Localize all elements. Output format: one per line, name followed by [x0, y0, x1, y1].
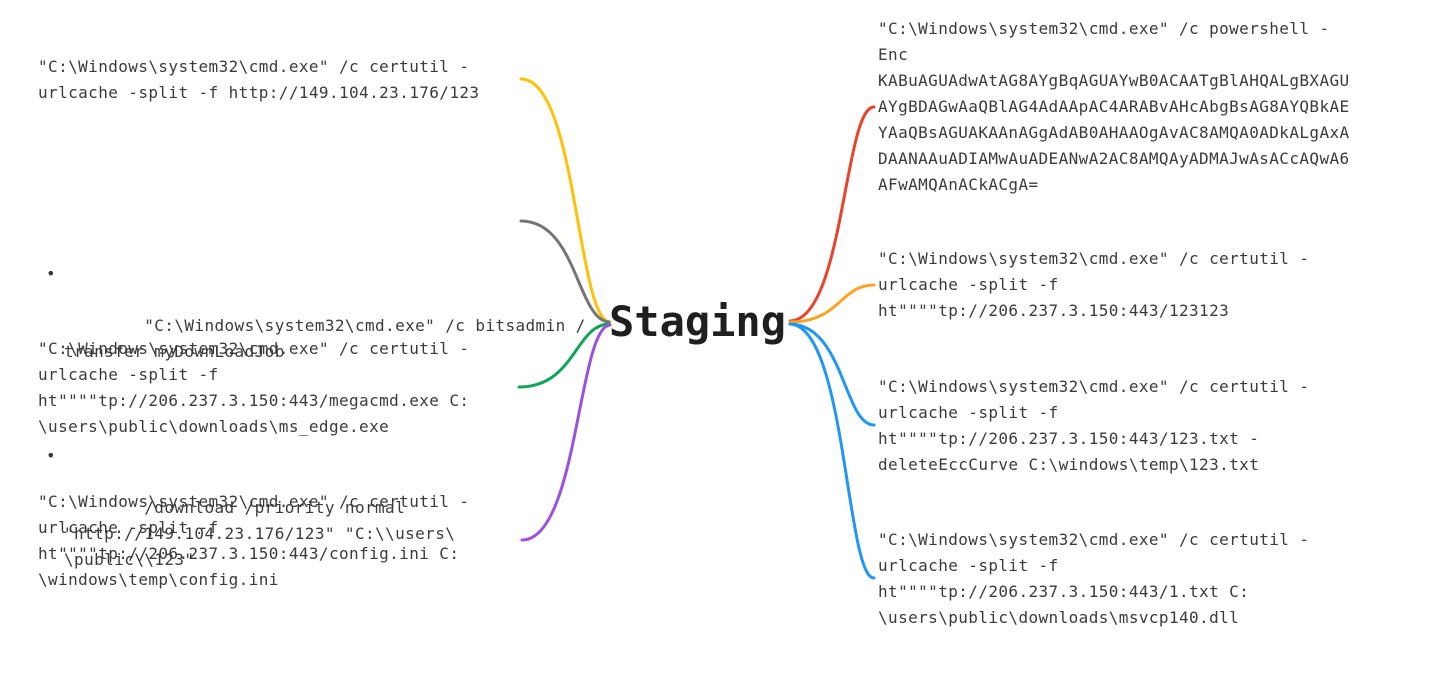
root-node-staging[interactable]: Staging [609, 297, 787, 346]
list-item[interactable]: • "C:\Windows\system32\cmd.exe" /c bitsa… [38, 261, 586, 391]
bullet-icon: • [46, 264, 57, 283]
branch-curve-right-3 [788, 322, 876, 427]
bullet-icon: • [46, 446, 57, 465]
branch-curve-right-2 [788, 283, 876, 324]
branch-curve-left-4 [520, 323, 612, 542]
branch-curve-right-1 [788, 105, 876, 323]
list-item[interactable]: • /download /priority normal "http://149… [38, 443, 586, 599]
branch-node-right-2[interactable]: "C:\Windows\system32\cmd.exe" /c certuti… [878, 249, 1310, 320]
branch-node-left-1[interactable]: "C:\Windows\system32\cmd.exe" /c certuti… [38, 57, 480, 102]
branch-curve-left-2 [519, 219, 611, 324]
branch-node-right-3[interactable]: "C:\Windows\system32\cmd.exe" /c certuti… [878, 377, 1310, 474]
branch-node-left-4[interactable]: "C:\Windows\system32\cmd.exe" /c certuti… [38, 492, 470, 589]
bullet-text: /download /priority normal "http://149.1… [64, 498, 456, 569]
branch-node-left-3[interactable]: "C:\Windows\system32\cmd.exe" /c certuti… [38, 339, 470, 436]
branch-curve-right-4 [788, 322, 876, 580]
branch-node-left-2[interactable]: • "C:\Windows\system32\cmd.exe" /c bitsa… [38, 157, 586, 681]
branch-node-right-4[interactable]: "C:\Windows\system32\cmd.exe" /c certuti… [878, 530, 1310, 627]
command-bullet-list: • "C:\Windows\system32\cmd.exe" /c bitsa… [38, 209, 586, 651]
branch-curve-left-3 [517, 322, 611, 389]
branch-node-right-1[interactable]: "C:\Windows\system32\cmd.exe" /c powersh… [878, 19, 1350, 194]
branch-curve-left-1 [519, 77, 612, 324]
bullet-text: "C:\Windows\system32\cmd.exe" /c bitsadm… [64, 316, 586, 361]
